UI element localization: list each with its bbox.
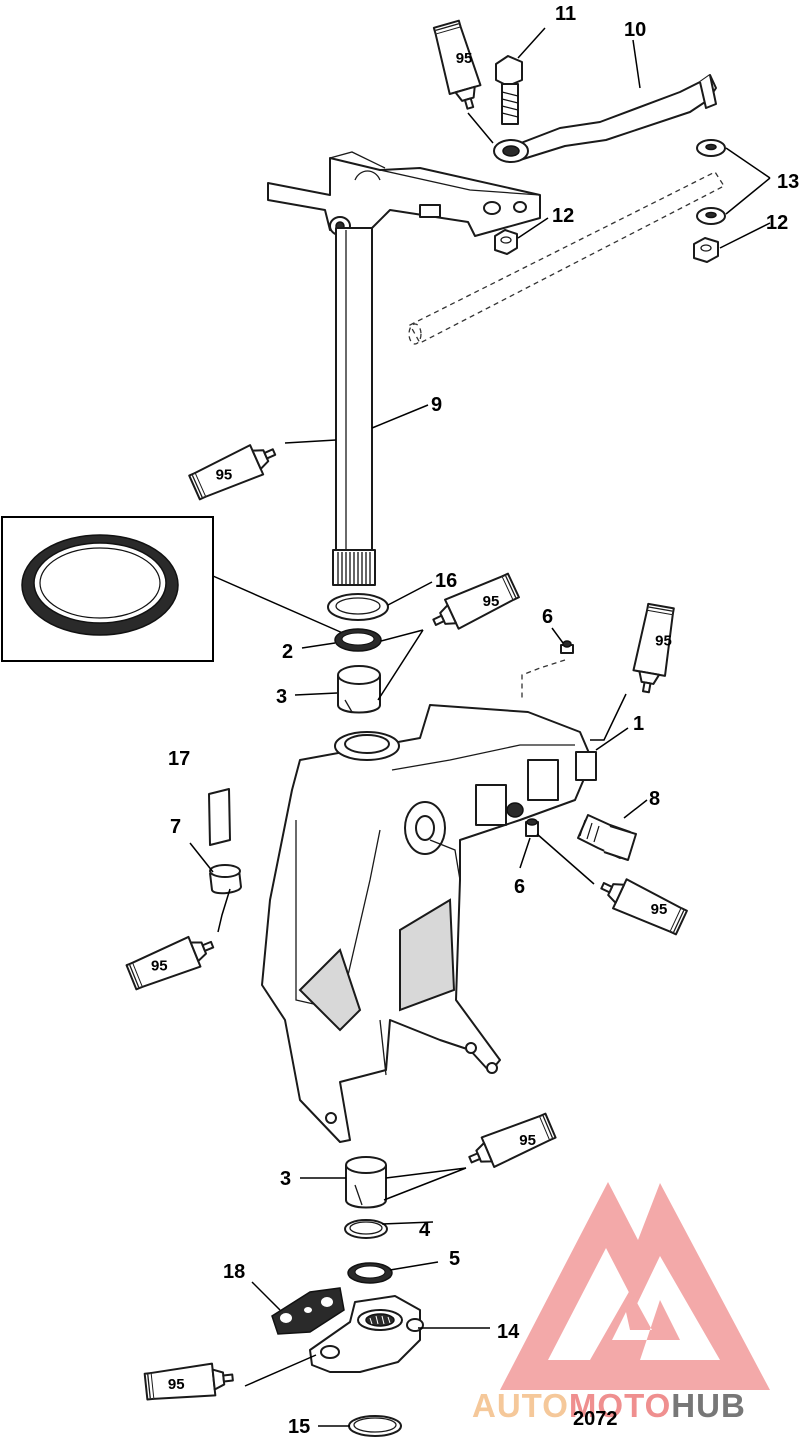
leader-lines bbox=[189, 27, 771, 1427]
callout-1: 1 bbox=[633, 713, 644, 735]
washer-4 bbox=[344, 1219, 388, 1239]
lubricant-tube-6: 95 bbox=[124, 928, 220, 994]
tube-label-3: 95 bbox=[483, 593, 500, 610]
callout-7: 7 bbox=[170, 816, 181, 838]
watermark-logo bbox=[500, 1182, 770, 1390]
callouts: 11 10 13 12 12 9 16 2 3 6 1 8 6 17 7 3 4… bbox=[168, 3, 799, 1438]
callout-18: 18 bbox=[223, 1261, 245, 1283]
bolt-8 bbox=[577, 814, 637, 861]
bushing-7 bbox=[209, 864, 242, 895]
lubricant-tube-8: 95 bbox=[143, 1360, 236, 1404]
lubricant-tube-2: 95 bbox=[187, 436, 282, 504]
ring-5 bbox=[347, 1262, 393, 1284]
callout-5: 5 bbox=[449, 1248, 460, 1270]
callout-8: 8 bbox=[649, 788, 660, 810]
callout-14: 14 bbox=[497, 1321, 520, 1343]
callout-13: 13 bbox=[777, 171, 799, 193]
lubricant-tube-3: 95 bbox=[426, 569, 522, 638]
tube-label-6: 95 bbox=[151, 958, 168, 975]
nut-right bbox=[693, 237, 719, 263]
bolt bbox=[495, 55, 523, 125]
tube-label-1: 95 bbox=[456, 50, 473, 67]
inset-seal-detail bbox=[1, 516, 214, 662]
callout-12-left: 12 bbox=[552, 205, 574, 227]
watermark-text: AUTOMOTOHUB bbox=[472, 1387, 746, 1424]
callout-9: 9 bbox=[431, 394, 442, 416]
lubricant-tube-5: 95 bbox=[594, 870, 690, 939]
callout-15: 15 bbox=[288, 1416, 310, 1438]
callout-11: 11 bbox=[555, 3, 576, 25]
tube-label-5: 95 bbox=[651, 901, 668, 918]
callout-17: 17 bbox=[168, 748, 190, 770]
washer-upper bbox=[696, 139, 726, 157]
watermark-moto: MOTO bbox=[569, 1387, 671, 1424]
ring-2 bbox=[334, 628, 382, 652]
callout-3-upper: 3 bbox=[276, 686, 287, 708]
ring-15 bbox=[348, 1415, 402, 1437]
nut-left bbox=[494, 229, 518, 255]
link-rod bbox=[493, 74, 717, 163]
steering-arm bbox=[267, 151, 541, 237]
lubricant-tube-7: 95 bbox=[463, 1109, 558, 1176]
figure-number: 2072 bbox=[573, 1408, 618, 1430]
callout-12-right: 12 bbox=[766, 212, 788, 234]
callout-4: 4 bbox=[419, 1219, 431, 1241]
tube-label-7: 95 bbox=[519, 1132, 536, 1149]
washer-lower bbox=[696, 207, 726, 225]
tube-label-4: 95 bbox=[655, 633, 672, 650]
seal-16 bbox=[327, 593, 389, 621]
callout-10: 10 bbox=[624, 19, 646, 41]
lubricant-tube-1: 95 bbox=[429, 18, 487, 114]
tube-label-8: 95 bbox=[168, 1376, 185, 1393]
callout-3-lower: 3 bbox=[280, 1168, 291, 1190]
grease-fitting-lower bbox=[525, 818, 539, 837]
steering-shaft bbox=[332, 227, 376, 586]
callout-2: 2 bbox=[282, 641, 293, 663]
plate-18 bbox=[271, 1287, 345, 1335]
shim-17 bbox=[208, 788, 231, 846]
swivel-bracket bbox=[261, 704, 597, 1143]
inset-leader bbox=[212, 575, 346, 635]
bushing-upper bbox=[337, 665, 381, 714]
callout-16: 16 bbox=[435, 570, 457, 592]
tube-label-2: 95 bbox=[216, 467, 233, 484]
callout-6-lower: 6 bbox=[514, 876, 525, 898]
bushing-lower bbox=[345, 1156, 387, 1209]
phantom-shift-rod bbox=[408, 171, 725, 345]
callout-6-upper: 6 bbox=[542, 606, 553, 628]
lubricant-tube-4: 95 bbox=[629, 602, 678, 696]
grease-fitting-upper bbox=[560, 640, 574, 654]
watermark-auto: AUTO bbox=[472, 1387, 569, 1424]
fitting-upper-dashed-leader bbox=[521, 659, 566, 700]
watermark-hub: HUB bbox=[671, 1387, 746, 1424]
